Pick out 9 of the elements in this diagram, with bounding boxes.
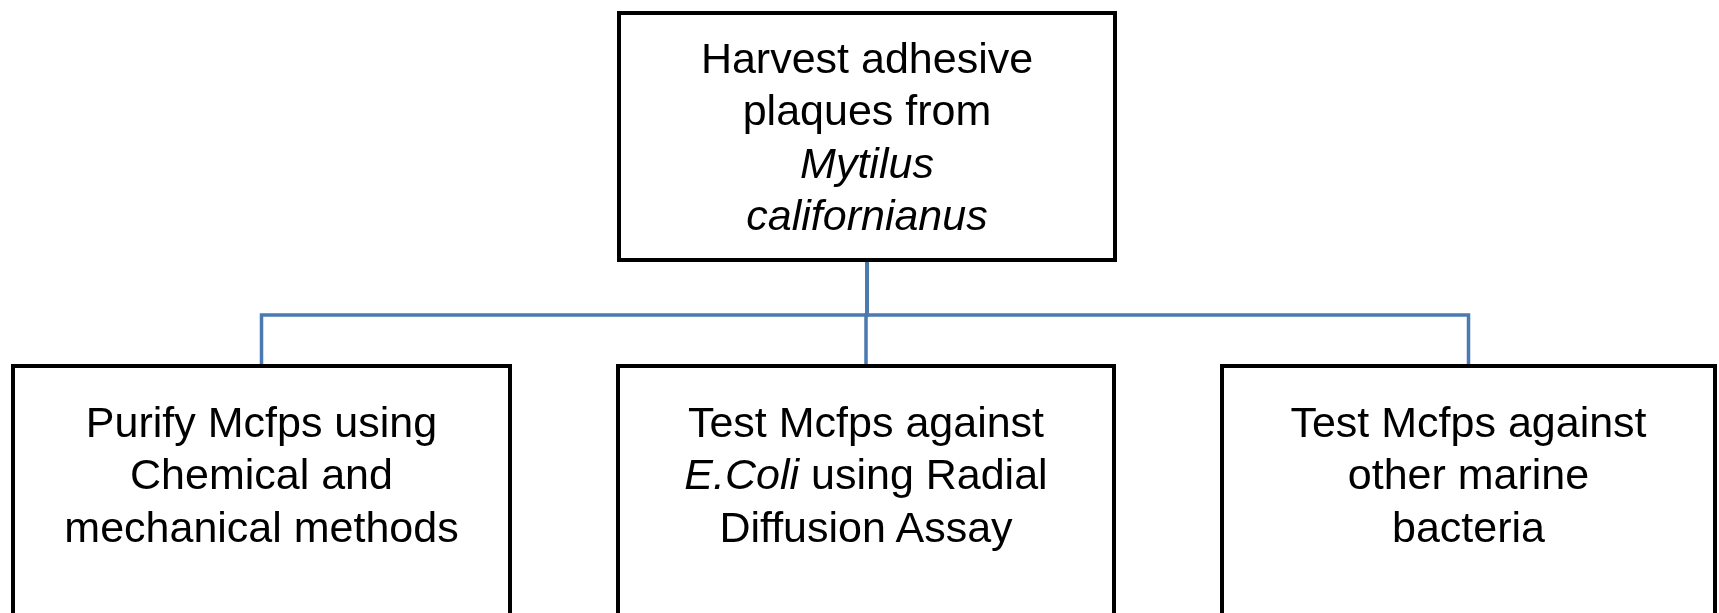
box-text: Test Mcfps against E.Coli using Radial Diffusion Assay: [683, 397, 1049, 553]
box-text: Purify Mcfps using Chemical and mechanical methods: [63, 397, 460, 553]
box-text: Test Mcfps against other marine bacteria: [1289, 397, 1648, 553]
process-box: [1220, 364, 1717, 613]
process-box: [617, 11, 1117, 262]
process-box: [11, 364, 512, 613]
connector-line: [865, 262, 1471, 364]
box-text: Harvest adhesive plaques from Mytilus californianus: [699, 32, 1035, 241]
process-box: [616, 364, 1116, 613]
